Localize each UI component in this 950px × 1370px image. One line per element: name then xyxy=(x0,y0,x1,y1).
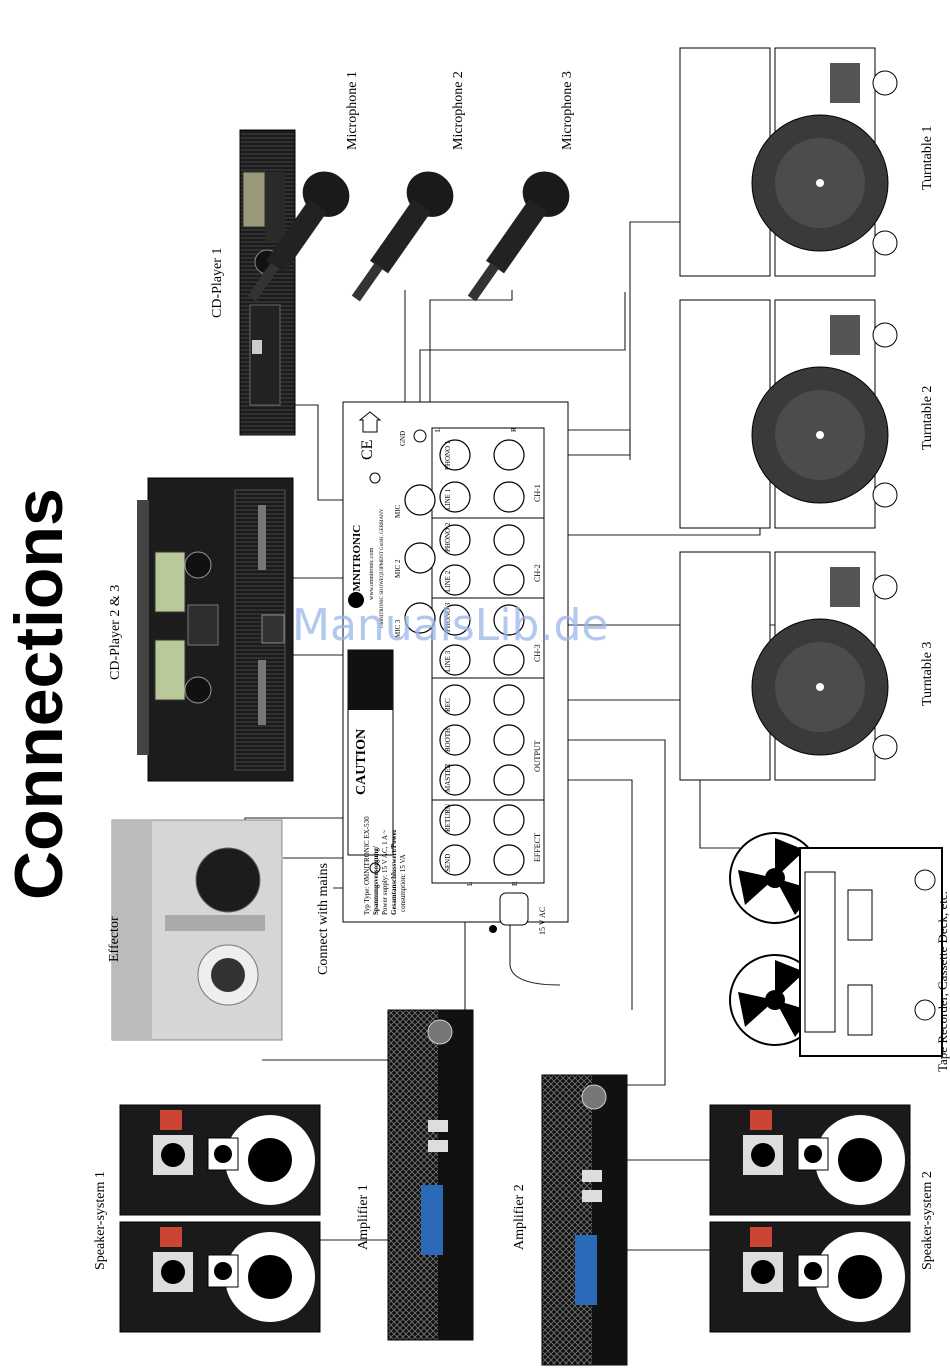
watermark: ManualsLib.de xyxy=(292,600,609,651)
group-label-ch-1: CH-1 xyxy=(533,484,542,502)
left-channel-bottom: L xyxy=(466,882,474,886)
power-de: Gesamtanschlusswert/Power xyxy=(390,829,398,915)
group-label-ch-2: CH-2 xyxy=(533,564,542,582)
turntable-1-label: Turntable 1 xyxy=(920,125,935,190)
mic-input-label-3: MIC 3 xyxy=(394,619,402,638)
cd-player-1-label: CD-Player 1 xyxy=(210,247,225,318)
tape-recorder-label: Tape Recorder, Cassette Deck, etc. xyxy=(935,891,950,1072)
turntable-3-label: Turntable 3 xyxy=(920,641,935,706)
speaker-system-2-label: Speaker-system 2 xyxy=(920,1171,935,1270)
group-label-ch-3: CH-3 xyxy=(533,644,542,662)
mains-label: Connect with mains xyxy=(316,863,331,975)
amplifiers xyxy=(387,1009,628,1366)
gnd-label: GND xyxy=(399,431,407,446)
jack-label-master: MASTER xyxy=(444,763,452,792)
group-label-output: OUTPUT xyxy=(533,740,542,772)
jack-label-phono-3: PHONO 3 xyxy=(444,602,452,632)
effector-label: Effector xyxy=(107,916,122,962)
supply-line: Power supply: 15 V AC, 1 A ~ xyxy=(381,830,389,915)
type-line: Typ Type: OMNITRONIC EX-530 xyxy=(363,816,371,915)
mixer-labels: OMNITRONIC www.omnitronic.com OMNITRONIC… xyxy=(351,427,547,935)
microphones xyxy=(247,171,570,302)
jack-label-line-2: LINE 2 xyxy=(444,570,452,592)
jack-label-return: RETURN xyxy=(444,804,452,832)
ce-mark: CE xyxy=(359,440,376,460)
microphone-1-label: Microphone 1 xyxy=(345,71,360,150)
microphone-3-label: Microphone 3 xyxy=(560,71,575,150)
effector xyxy=(111,819,283,1041)
turntables xyxy=(679,47,898,781)
brand: OMNITRONIC xyxy=(351,525,363,600)
ac-label: 15 V AC xyxy=(538,907,547,935)
jack-label-phono-2: PHONO 2 xyxy=(444,522,452,552)
right-channel-top: R xyxy=(510,427,518,432)
mixer-rear-panel xyxy=(342,401,569,933)
speakers xyxy=(119,1104,911,1333)
tape-recorder xyxy=(729,832,943,1057)
speaker-system-1-label: Speaker-system 1 xyxy=(93,1171,108,1270)
jack-sockets xyxy=(404,439,525,876)
jack-label-line-3: LINE 3 xyxy=(444,650,452,672)
right-channel-bottom: R xyxy=(511,881,519,886)
brand-url: www.omnitronic.com xyxy=(369,547,375,600)
amplifier-1-label: Amplifier 1 xyxy=(356,1184,371,1250)
microphone-2-label: Microphone 2 xyxy=(451,71,466,150)
consumption: consumption: 15 VA xyxy=(399,854,407,912)
mic-input-label-1: MIC xyxy=(394,504,402,518)
amplifier-2-label: Amplifier 2 xyxy=(512,1184,527,1250)
jack-label-phono-1: PHONO 1 xyxy=(444,440,452,470)
left-channel-top: L xyxy=(434,428,442,432)
caution-label: CAUTION xyxy=(354,729,369,795)
jack-label-booth: BOOTH xyxy=(444,728,452,752)
cd-player-2-3-label: CD-Player 2 & 3 xyxy=(108,584,123,680)
supply-de: Spannungsversorgung/ xyxy=(372,845,380,915)
jack-label-line-1: LINE 1 xyxy=(444,488,452,510)
turntable-2-label: Turntable 2 xyxy=(920,385,935,450)
cd-player-2-3 xyxy=(137,477,294,782)
jack-label-rec: REC xyxy=(444,698,452,712)
group-label-effect: EFFECT xyxy=(533,833,542,862)
jack-label-send: SEND xyxy=(444,854,452,872)
mic-input-label-2: MIC 2 xyxy=(394,559,402,578)
brand-address: OMNITRONIC SHOWEQUIPMENT GmbH, GERMANY xyxy=(380,508,385,628)
